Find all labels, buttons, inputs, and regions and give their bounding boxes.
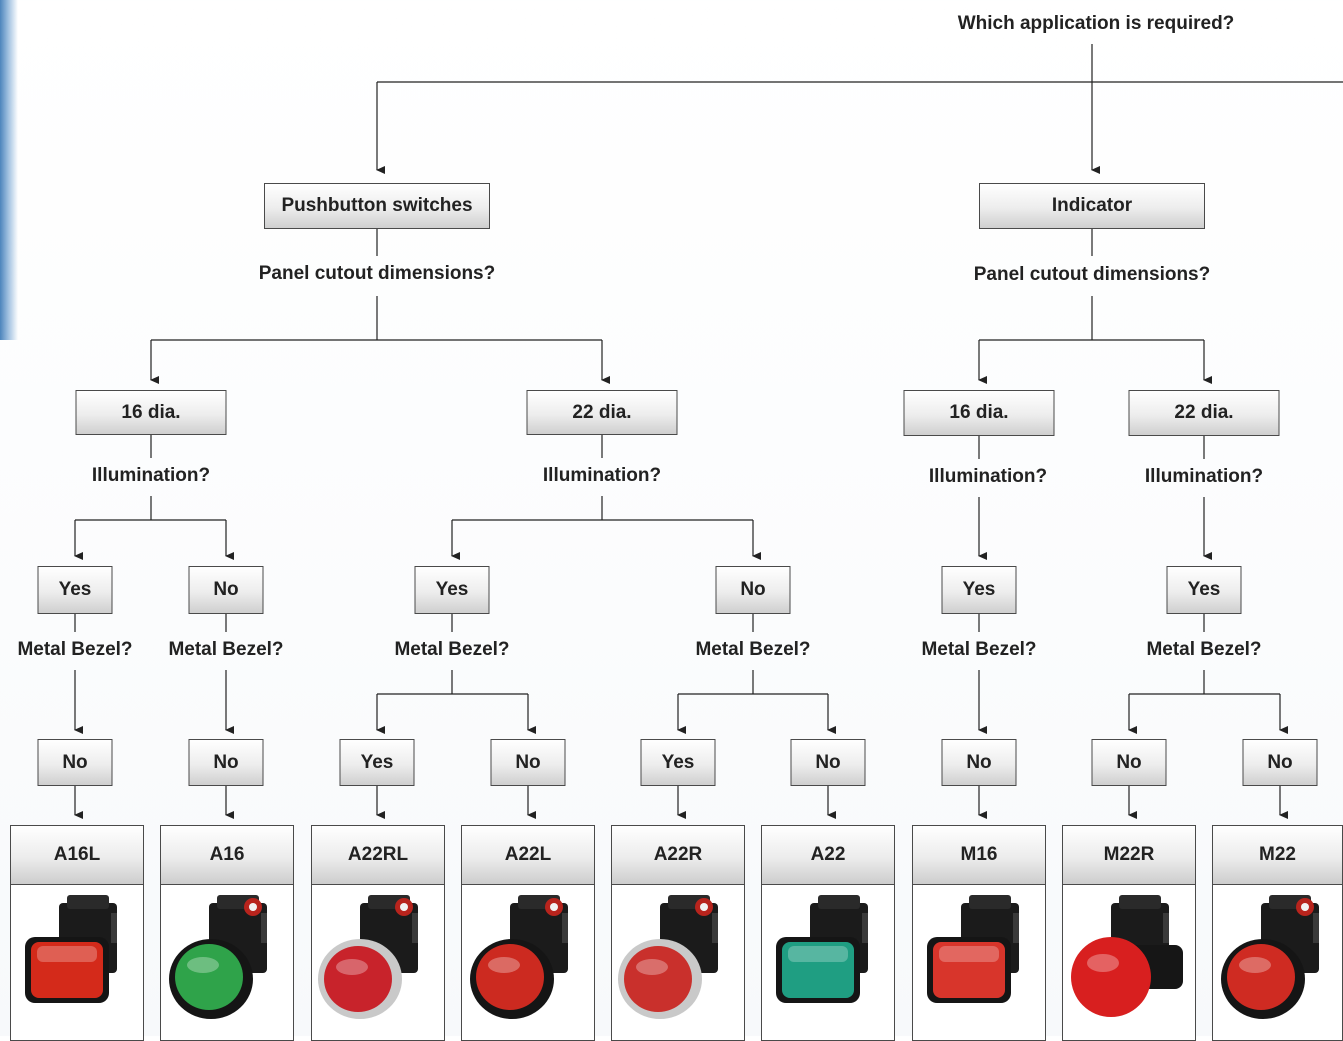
indicator-22-illumination-question: Illumination? <box>1144 466 1264 487</box>
m22r-bezel-answer: No <box>1091 739 1167 786</box>
product-model-label: A22 <box>762 826 894 885</box>
product-card-a22l[interactable]: A22L <box>461 825 595 1041</box>
indicator-node: Indicator <box>979 183 1205 229</box>
product-card-a16l[interactable]: A16L <box>10 825 144 1041</box>
m16-bezel-answer: No <box>941 739 1017 786</box>
product-model-label: A16L <box>11 826 143 885</box>
product-card-a16[interactable]: A16 <box>160 825 294 1041</box>
product-card-m22[interactable]: M22 <box>1212 825 1343 1041</box>
product-photo <box>1063 885 1195 1040</box>
a22-bezel-answer: No <box>790 739 866 786</box>
pb16-yes-bezel-question: Metal Bezel? <box>17 639 133 660</box>
indicator-cutout-question: Panel cutout dimensions? <box>973 264 1211 285</box>
root-question: Which application is required? <box>957 13 1235 34</box>
indicator-16-dia-node: 16 dia. <box>903 390 1055 436</box>
pushbutton-22-dia-node: 22 dia. <box>526 390 678 435</box>
pb22-yes-bezel-question: Metal Bezel? <box>394 639 510 660</box>
product-card-a22rl[interactable]: A22RL <box>311 825 445 1041</box>
a22r-bezel-answer: Yes <box>640 739 716 786</box>
pushbutton-switches-node: Pushbutton switches <box>264 183 490 229</box>
product-card-a22[interactable]: A22 <box>761 825 895 1041</box>
product-model-label: A22RL <box>312 826 444 885</box>
a16l-bezel-answer: No <box>37 739 113 786</box>
pushbutton-16-illumination-question: Illumination? <box>91 465 211 486</box>
ind22-yes-bezel-question: Metal Bezel? <box>1146 639 1262 660</box>
product-card-m16[interactable]: M16 <box>912 825 1046 1041</box>
product-card-a22r[interactable]: A22R <box>611 825 745 1041</box>
product-photo <box>913 885 1045 1040</box>
pb16-no-bezel-question: Metal Bezel? <box>168 639 284 660</box>
pushbutton-16-dia-node: 16 dia. <box>75 390 227 435</box>
pb22-illumination-no-node: No <box>715 566 791 614</box>
product-photo <box>11 885 143 1040</box>
product-photo <box>762 885 894 1040</box>
pb16-illumination-no-node: No <box>188 566 264 614</box>
pb22-no-bezel-question: Metal Bezel? <box>695 639 811 660</box>
product-model-label: A22L <box>462 826 594 885</box>
a16-bezel-answer: No <box>188 739 264 786</box>
product-model-label: M16 <box>913 826 1045 885</box>
pushbutton-22-illumination-question: Illumination? <box>542 465 662 486</box>
product-photo <box>161 885 293 1040</box>
pushbutton-cutout-question: Panel cutout dimensions? <box>258 263 496 284</box>
product-model-label: M22 <box>1213 826 1342 885</box>
product-photo <box>462 885 594 1040</box>
product-model-label: A16 <box>161 826 293 885</box>
product-photo <box>612 885 744 1040</box>
ind16-yes-bezel-question: Metal Bezel? <box>921 639 1037 660</box>
pb22-illumination-yes-node: Yes <box>414 566 490 614</box>
a22l-bezel-answer: No <box>490 739 566 786</box>
indicator-16-illumination-question: Illumination? <box>928 466 1048 487</box>
a22rl-bezel-answer: Yes <box>339 739 415 786</box>
product-model-label: M22R <box>1063 826 1195 885</box>
ind16-illumination-yes-node: Yes <box>941 566 1017 614</box>
product-photo <box>1213 885 1342 1040</box>
product-card-m22r[interactable]: M22R <box>1062 825 1196 1041</box>
product-photo <box>312 885 444 1040</box>
edge-decoration <box>0 0 18 340</box>
product-model-label: A22R <box>612 826 744 885</box>
pb16-illumination-yes-node: Yes <box>37 566 113 614</box>
indicator-22-dia-node: 22 dia. <box>1128 390 1280 436</box>
m22-bezel-answer: No <box>1242 739 1318 786</box>
ind22-illumination-yes-node: Yes <box>1166 566 1242 614</box>
